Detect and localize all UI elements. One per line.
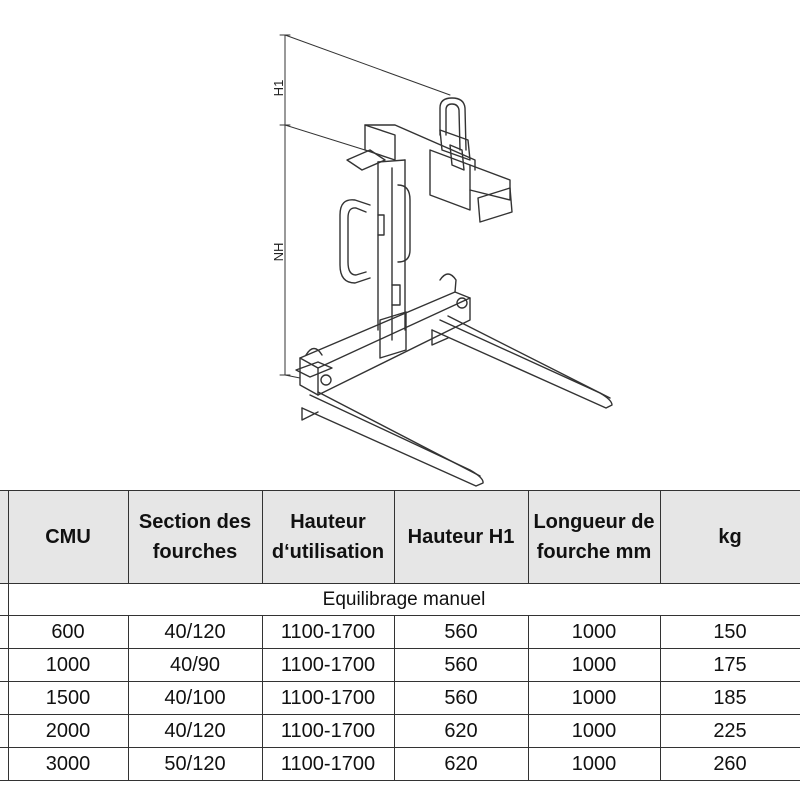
header-section: Section des fourches bbox=[127, 490, 263, 584]
cell-hauteur: 1100-1700 bbox=[261, 681, 395, 715]
small-bracket bbox=[346, 149, 386, 171]
cell-longueur: 1000 bbox=[527, 648, 661, 682]
table-row: 2000 40/120 1100-1700 620 1000 225 bbox=[0, 714, 800, 748]
table-row: 1000 40/90 1100-1700 560 1000 175 bbox=[0, 648, 800, 682]
far-fork bbox=[431, 315, 613, 409]
cell-longueur: 1000 bbox=[527, 714, 661, 748]
cell-hauteur: 1100-1700 bbox=[261, 615, 395, 649]
pallet-fork-drawing: H1 NH bbox=[271, 34, 613, 487]
cell-hauteur: 1100-1700 bbox=[261, 648, 395, 682]
cell-kg: 175 bbox=[659, 648, 800, 682]
header-hauteur-utilisation: Hauteur d‘utilisation bbox=[261, 490, 395, 584]
section-row: Equilibrage manuel bbox=[0, 583, 800, 616]
header-row: CMU Section des fourches Hauteur d‘utili… bbox=[0, 490, 800, 584]
cell-cmu: 3000 bbox=[7, 747, 129, 781]
table-row: 1500 40/100 1100-1700 560 1000 185 bbox=[0, 681, 800, 715]
cell-cmu: 2000 bbox=[7, 714, 129, 748]
header-edge-cell bbox=[0, 490, 9, 584]
cell-section: 40/120 bbox=[127, 714, 263, 748]
table-row: 3000 50/120 1100-1700 620 1000 260 bbox=[0, 747, 800, 781]
cell-h1: 620 bbox=[393, 747, 529, 781]
cell-kg: 260 bbox=[659, 747, 800, 781]
cell-h1: 560 bbox=[393, 615, 529, 649]
side-handle bbox=[339, 199, 371, 284]
section-label: Equilibrage manuel bbox=[7, 583, 800, 616]
cell-h1: 620 bbox=[393, 714, 529, 748]
cell-section: 40/90 bbox=[127, 648, 263, 682]
cell-longueur: 1000 bbox=[527, 615, 661, 649]
header-cmu: CMU bbox=[7, 490, 129, 584]
top-arm bbox=[364, 124, 513, 223]
h1-dimension-label: H1 bbox=[271, 80, 286, 97]
cross-beam bbox=[295, 273, 471, 396]
cell-cmu: 600 bbox=[7, 615, 129, 649]
top-lifting-loop bbox=[439, 97, 467, 151]
cell-section: 50/120 bbox=[127, 747, 263, 781]
cell-section: 40/100 bbox=[127, 681, 263, 715]
cell-kg: 150 bbox=[659, 615, 800, 649]
nh-dimension-label: NH bbox=[271, 243, 286, 262]
cell-longueur: 1000 bbox=[527, 681, 661, 715]
header-kg: kg bbox=[659, 490, 800, 584]
cell-cmu: 1500 bbox=[7, 681, 129, 715]
cell-hauteur: 1100-1700 bbox=[261, 747, 395, 781]
near-fork bbox=[301, 391, 484, 487]
spec-table: CMU Section des fourches Hauteur d‘utili… bbox=[0, 490, 800, 781]
cell-hauteur: 1100-1700 bbox=[261, 714, 395, 748]
cell-longueur: 1000 bbox=[527, 747, 661, 781]
header-hauteur-h1: Hauteur H1 bbox=[393, 490, 529, 584]
vertical-mast bbox=[377, 159, 411, 341]
mast-base bbox=[379, 311, 407, 359]
dimension-lines bbox=[279, 34, 451, 379]
table-row: 600 40/120 1100-1700 560 1000 150 bbox=[0, 615, 800, 649]
cell-cmu: 1000 bbox=[7, 648, 129, 682]
cell-h1: 560 bbox=[393, 681, 529, 715]
cell-h1: 560 bbox=[393, 648, 529, 682]
cell-kg: 225 bbox=[659, 714, 800, 748]
cell-section: 40/120 bbox=[127, 615, 263, 649]
cell-kg: 185 bbox=[659, 681, 800, 715]
header-longueur: Longueur de fourche mm bbox=[527, 490, 661, 584]
